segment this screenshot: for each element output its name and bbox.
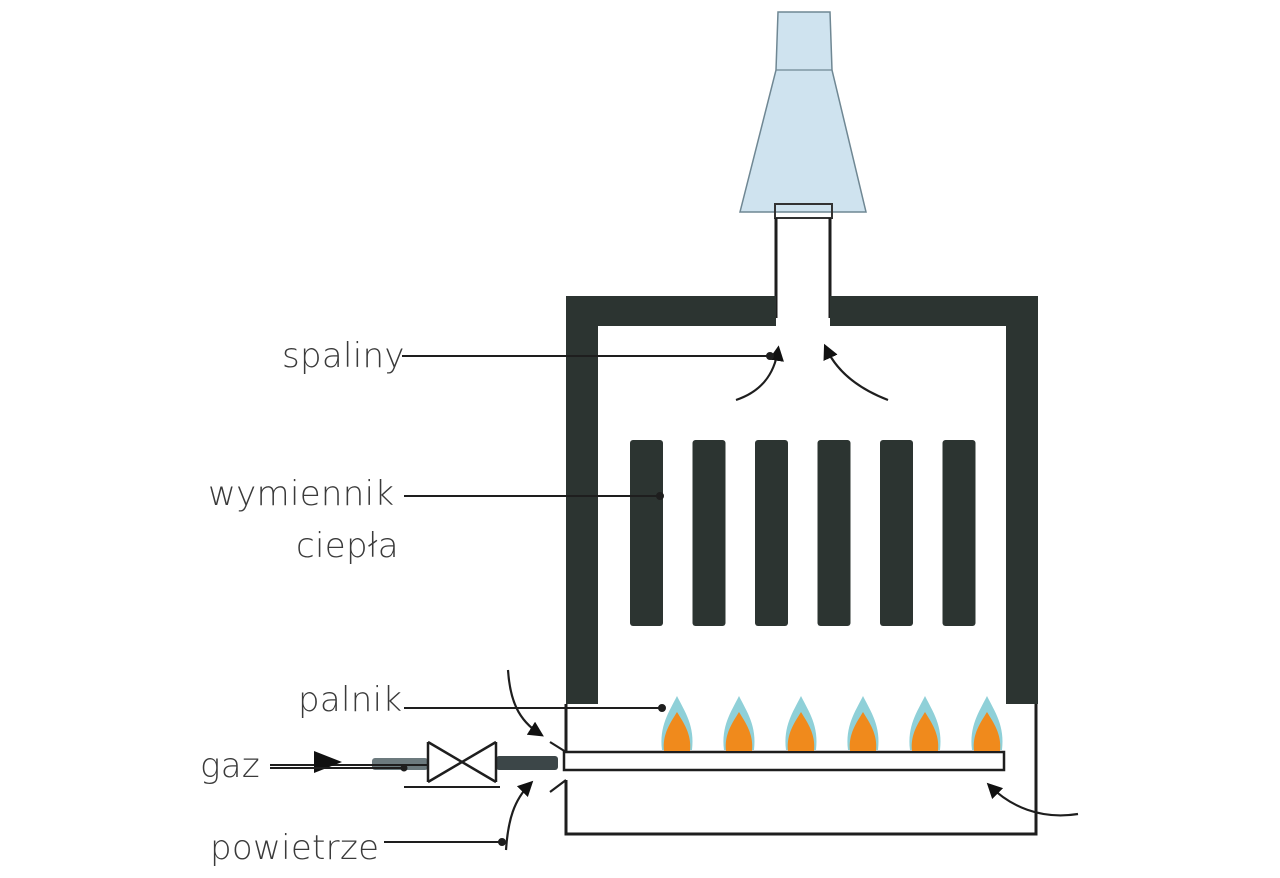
heat-exchanger-fin [880, 440, 913, 626]
chimney-cone [739, 11, 867, 213]
leader-lines [270, 352, 774, 846]
gas-arrow [314, 751, 342, 773]
flame [971, 696, 1003, 751]
flame [909, 696, 941, 751]
label-wymiennik: wymiennik [208, 474, 395, 514]
air-arrow-right [986, 782, 1079, 817]
heat-exchanger-fin [817, 440, 851, 626]
flame [723, 696, 755, 751]
label-powietrze: powietrze [210, 828, 380, 868]
gas-pipe [496, 756, 558, 770]
chimney [739, 11, 867, 318]
heat-exchanger-fin [942, 440, 976, 626]
label-palnik: palnik [298, 680, 403, 720]
flame [785, 696, 817, 751]
flue-arrow-right [823, 343, 889, 402]
boiler-wall [566, 296, 776, 704]
gas-valve [426, 740, 498, 784]
flue-arrow-left [735, 345, 784, 402]
air-arrow-lower [504, 780, 534, 851]
label-spaliny: spaliny [282, 336, 405, 376]
label-ciepla: ciepła [296, 526, 399, 566]
boiler-wall [830, 296, 1038, 704]
label-gaz: gaz [200, 746, 260, 786]
flame [661, 696, 693, 751]
flame [847, 696, 879, 751]
gas-line [270, 740, 558, 788]
heat-exchanger-fin [630, 440, 663, 626]
heat-exchanger [630, 440, 976, 626]
boiler-casing [564, 296, 1038, 836]
heat-exchanger-fin [692, 440, 726, 626]
heat-exchanger-fin [755, 440, 788, 626]
air-arrow-upper [506, 669, 544, 737]
combustion-chamber [564, 704, 1038, 836]
burner-tube [562, 750, 1006, 772]
burner-flames [661, 696, 1003, 751]
flue-gas-arrows [735, 343, 889, 402]
